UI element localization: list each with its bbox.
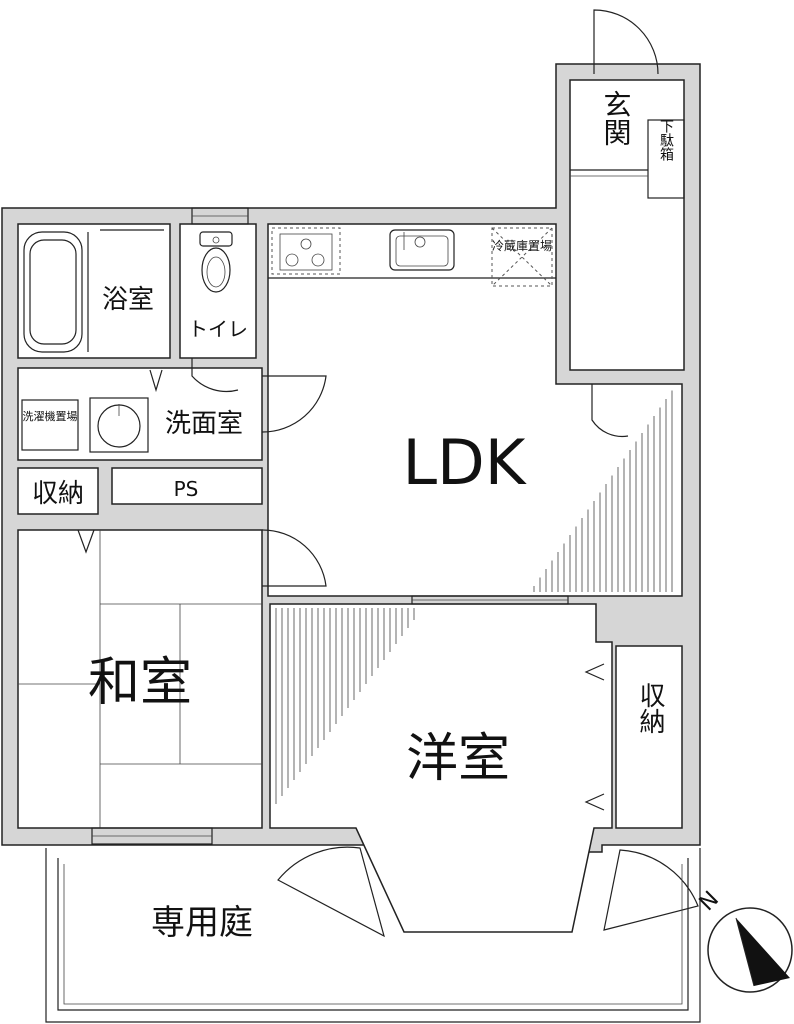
label-washroom: 洗面室 <box>165 409 243 439</box>
label-storage-right: 収納 <box>635 682 665 734</box>
western-room-floor <box>269 603 613 933</box>
compass: N <box>695 887 793 993</box>
room-floors <box>17 79 685 933</box>
hatching-western <box>275 608 415 804</box>
bath-floor <box>17 223 171 359</box>
label-private-garden: 専用庭 <box>151 903 253 943</box>
ldk-floor <box>267 223 683 597</box>
label-western-room: 洋室 <box>406 729 510 789</box>
japanese-marker <box>77 529 95 554</box>
label-fridge-place: 冷蔵庫置場 <box>492 239 552 253</box>
washroom-floor <box>17 367 263 461</box>
tatami-lines <box>18 530 262 828</box>
doors <box>191 9 699 938</box>
storage-right-floor <box>615 645 683 829</box>
toilet-fixture <box>199 231 233 293</box>
label-storage-left: 収納 <box>32 479 84 509</box>
bathtub <box>23 229 164 353</box>
japanese-room-floor <box>17 529 263 829</box>
compass-label: N <box>695 887 724 916</box>
toilet-door <box>191 358 239 393</box>
label-ps: PS <box>174 477 199 501</box>
storage-left-floor <box>17 467 99 515</box>
storage-marker-top <box>584 663 605 681</box>
garden-outline <box>45 848 701 1023</box>
label-toilet: トイレ <box>188 317 248 341</box>
garden-door-left <box>277 846 385 938</box>
washroom-door <box>261 375 327 433</box>
ps-floor <box>111 467 263 505</box>
label-bath: 浴室 <box>102 285 154 315</box>
kitchen-counter <box>268 227 556 287</box>
wash-basin <box>89 397 149 453</box>
entrance-floor <box>569 79 685 371</box>
garden-door-right <box>603 849 699 931</box>
label-ldk: LDK <box>403 426 527 499</box>
label-entrance: 玄関 <box>600 90 633 146</box>
storage-marker-bottom <box>584 793 605 811</box>
japanese-room-door <box>261 529 327 587</box>
label-shoe-box: 下駄箱 <box>658 119 674 161</box>
washer-place-box <box>21 399 79 451</box>
windows <box>91 207 569 845</box>
front-door <box>593 9 659 75</box>
label-washer-place: 洗濯機置場 <box>23 409 78 423</box>
label-japanese-room: 和室 <box>88 653 192 713</box>
shoe-box <box>647 119 685 199</box>
entrance-inner-door <box>591 384 629 438</box>
hatching-ldk <box>533 390 673 592</box>
washroom-marker <box>149 369 163 393</box>
